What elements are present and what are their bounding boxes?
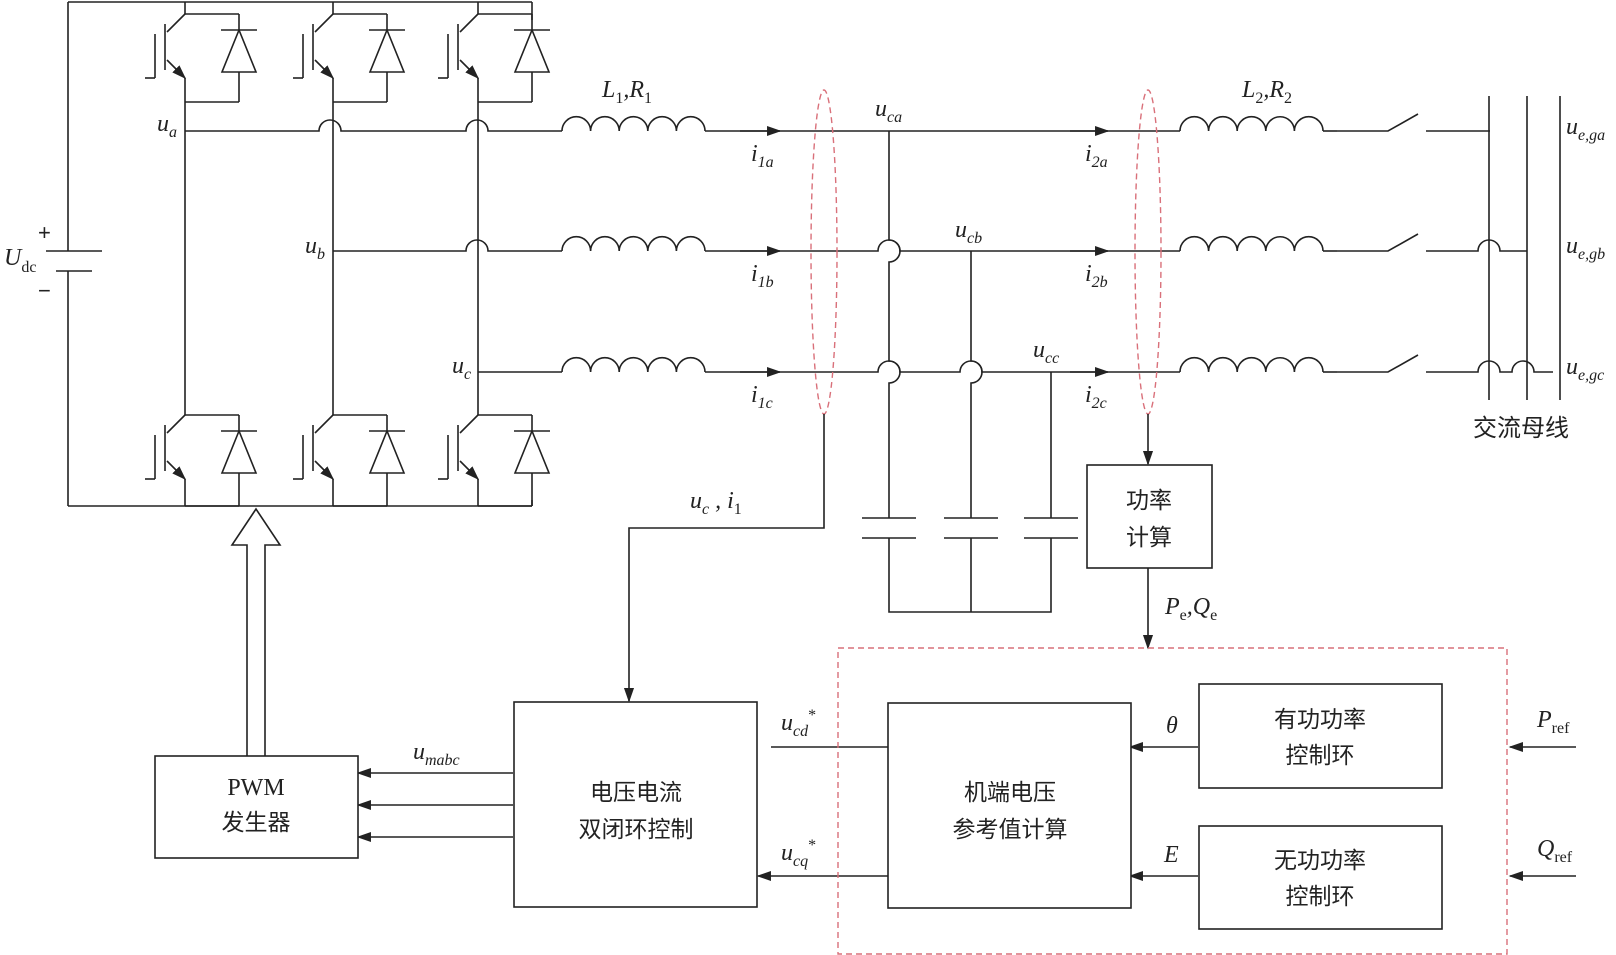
- measure-ellipse-i2: [1134, 89, 1162, 415]
- i2c-label: i2c: [1085, 382, 1107, 412]
- reactive-loop-line1: 无功功率: [1274, 848, 1366, 874]
- capacitor-bank: [862, 131, 1078, 613]
- power-calc-line1: 功率: [1126, 488, 1172, 514]
- reactive-power-block: 无功功率 控制环: [1198, 825, 1443, 930]
- inductor-l2-a: [1179, 115, 1337, 132]
- terminal-voltage-line2: 参考值计算: [953, 817, 1068, 843]
- inductor-l1-a: [561, 115, 706, 132]
- active-loop-line1: 有功功率: [1274, 707, 1366, 733]
- vsg-control-region: [837, 647, 1508, 955]
- uegb-label: ue,gb: [1566, 233, 1605, 263]
- udc-label: Udc: [4, 245, 36, 276]
- reactive-loop-line2: 控制环: [1286, 884, 1355, 910]
- ac-bus-label: 交流母线: [1473, 414, 1569, 442]
- pwm-block: PWM 发生器: [154, 755, 359, 859]
- i2a-label: i2a: [1085, 141, 1108, 171]
- active-loop-line2: 控制环: [1286, 743, 1355, 769]
- inductor-l2-c: [1179, 356, 1337, 373]
- inverter-leg-1: [145, 2, 258, 507]
- ucd-label: ucd*: [781, 707, 816, 740]
- plus-sign: +: [38, 220, 51, 245]
- measure-ellipse-uc-i1: [810, 89, 838, 415]
- i1c-label: i1c: [751, 382, 773, 412]
- uca-label: uca: [875, 96, 902, 126]
- minus-sign: −: [38, 278, 51, 303]
- pe-qe-label: Pe,Qe: [1164, 594, 1217, 624]
- terminal-voltage-line1: 机端电压: [964, 780, 1056, 806]
- ucq-label: ucq*: [781, 837, 816, 870]
- active-power-block: 有功功率 控制环: [1198, 683, 1443, 789]
- dual-loop-line1: 电压电流: [590, 780, 682, 806]
- power-calc-block: 功率 计算: [1086, 464, 1213, 569]
- ua-label: ua: [157, 111, 177, 141]
- inverter-leg-2: [293, 2, 406, 507]
- dual-loop-block: 电压电流 双闭环控制: [513, 701, 758, 908]
- breakers: [1337, 113, 1553, 373]
- theta-label: θ: [1166, 713, 1178, 739]
- ucc-label: ucc: [1033, 337, 1059, 367]
- signal-paths: [230, 414, 1576, 882]
- uc-i1-label: uc , i1: [690, 488, 742, 518]
- current-arrows: [740, 125, 1110, 378]
- dual-loop-line2: 双闭环控制: [579, 817, 694, 843]
- inverter-legs: [145, 2, 551, 507]
- umabc-label: umabc: [413, 739, 460, 769]
- inductor-l1-c: [561, 356, 706, 373]
- phase-lines: [185, 119, 1180, 373]
- dc-bus: [46, 1, 533, 507]
- uega-label: ue,ga: [1566, 114, 1605, 144]
- qref-label: Qref: [1537, 836, 1573, 866]
- inductor-l1-b: [561, 235, 706, 252]
- pwm-line1: PWM: [227, 775, 284, 801]
- inductors: [561, 115, 1337, 373]
- l1r1-label: L1,R1: [601, 77, 652, 107]
- pwm-line2: 发生器: [222, 810, 291, 836]
- l2r2-label: L2,R2: [1241, 77, 1292, 107]
- labels: Udc + − ua ub uc L1,R1 L2,R2 i1a i1b i1c…: [4, 77, 1605, 870]
- inverter-leg-3: [438, 2, 551, 507]
- i2b-label: i2b: [1085, 261, 1108, 291]
- uegc-label: ue,gc: [1566, 354, 1604, 384]
- terminal-voltage-block: 机端电压 参考值计算: [887, 702, 1132, 909]
- i1b-label: i1b: [751, 261, 774, 291]
- power-calc-line2: 计算: [1126, 525, 1172, 551]
- pref-label: Pref: [1536, 707, 1570, 737]
- ac-bus: [1488, 96, 1561, 400]
- ub-label: ub: [305, 233, 325, 263]
- i1a-label: i1a: [751, 141, 774, 171]
- uc-label: uc: [452, 353, 471, 383]
- e-label: E: [1163, 842, 1179, 868]
- ucb-label: ucb: [955, 217, 982, 247]
- inductor-l2-b: [1179, 235, 1337, 252]
